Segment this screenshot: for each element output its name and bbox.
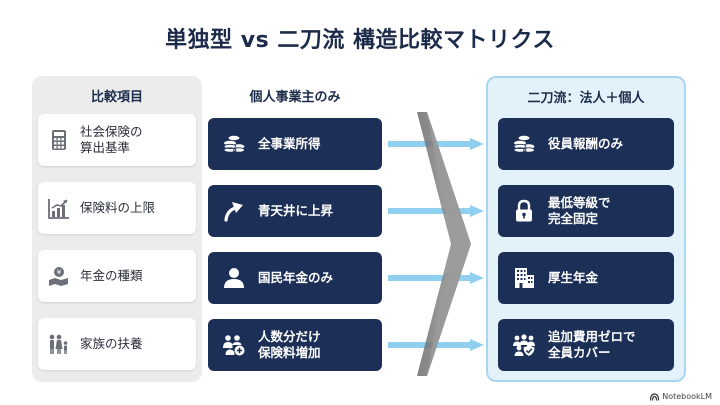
item-card-pension-type: ¥ 年金の種類 xyxy=(38,250,196,302)
card-label: 国民年金のみ xyxy=(258,270,334,285)
pension-icon: ¥ xyxy=(49,267,68,286)
building-icon xyxy=(515,268,534,288)
people-plus-icon xyxy=(223,335,245,356)
item-card-family-support: 家族の扶養 xyxy=(38,318,196,370)
comparison-items-heading: 比較項目 xyxy=(90,90,143,105)
sole-proprietor-heading: 個人事業主のみ xyxy=(249,90,341,105)
item-label: 家族の扶養 xyxy=(80,336,143,351)
card-label: 役員報酬のみ xyxy=(548,136,624,151)
coins-icon xyxy=(513,135,535,153)
card-label: 全事業所得 xyxy=(258,136,321,151)
bar-chart-icon xyxy=(48,199,69,219)
sole-card-uncapped: 青天井に上昇 xyxy=(208,185,382,237)
item-label: 年金の種類 xyxy=(80,268,143,283)
page-title: 単独型 vs 二刀流 構造比較マトリクス xyxy=(165,28,555,53)
arrow-right-icon xyxy=(388,205,484,217)
lock-icon xyxy=(516,199,532,222)
item-card-social-insurance: 社会保険の 算出基準 xyxy=(38,114,196,166)
card-label: 最低等級で 完全固定 xyxy=(548,195,611,226)
brand-label: NotebookLM xyxy=(662,392,712,401)
coins-icon xyxy=(223,135,245,153)
sole-card-income: 全事業所得 xyxy=(208,118,382,170)
notebooklm-logo-icon xyxy=(650,392,660,401)
hybrid-card-executive-pay: 役員報酬のみ xyxy=(498,118,674,170)
family-icon xyxy=(49,334,68,354)
calculator-icon xyxy=(52,130,66,150)
item-label: 社会保険の 算出基準 xyxy=(80,124,143,155)
hybrid-heading: 二刀流：法人＋個人 xyxy=(527,91,645,106)
card-label: 厚生年金 xyxy=(548,270,599,285)
card-label: 人数分だけ 保険料増加 xyxy=(258,329,321,360)
notebooklm-brand: NotebookLM xyxy=(650,392,712,401)
card-label: 青天井に上昇 xyxy=(258,203,334,218)
hybrid-card-fixed-grade: 最低等級で 完全固定 xyxy=(498,185,674,237)
group-shield-icon xyxy=(513,334,535,356)
svg-text:¥: ¥ xyxy=(57,269,62,277)
transition-cone-arrow xyxy=(417,112,471,376)
item-label: 保険料の上限 xyxy=(80,200,156,215)
comparison-items-panel: 比較項目 社会保険の 算出基準 保険料の上限 ¥ xyxy=(32,76,202,382)
hybrid-card-employee-pension: 厚生年金 xyxy=(498,252,674,304)
hybrid-panel: 二刀流：法人＋個人 役員報酬のみ 最低等級で 完全固定 xyxy=(486,76,686,382)
sole-card-national-pension: 国民年金のみ xyxy=(208,252,382,304)
item-card-premium-cap: 保険料の上限 xyxy=(38,182,196,234)
person-icon xyxy=(224,268,244,288)
arrow-right-icon xyxy=(388,272,484,284)
hybrid-card-zero-cost-coverage: 追加費用ゼロで 全員カバー xyxy=(498,319,674,371)
arrow-up-icon xyxy=(224,202,243,222)
card-label: 追加費用ゼロで 全員カバー xyxy=(548,329,636,360)
sole-card-per-person-premium: 人数分だけ 保険料増加 xyxy=(208,319,382,371)
